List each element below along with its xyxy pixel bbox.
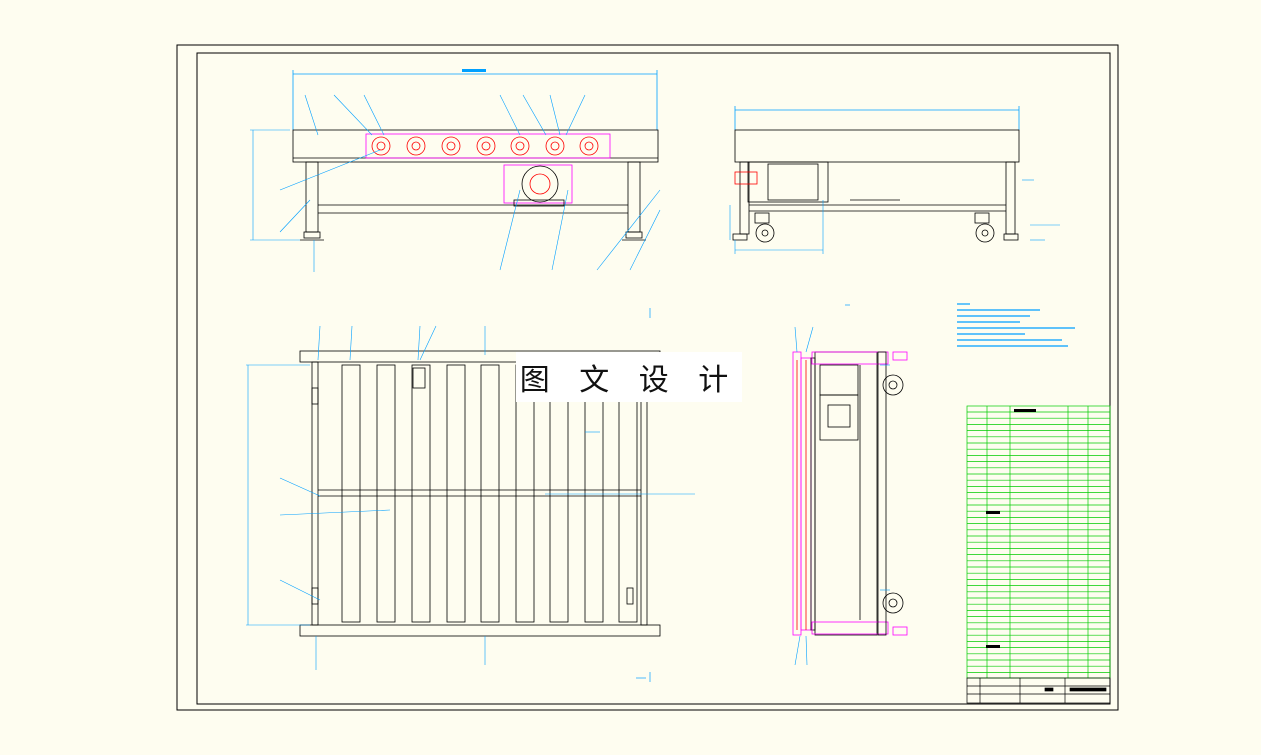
section-view <box>792 326 908 666</box>
parts-list-table <box>966 405 1111 679</box>
inner-frame <box>196 52 1111 705</box>
section-markers <box>636 304 850 682</box>
front-view <box>250 69 661 272</box>
side-view <box>729 106 1060 254</box>
technical-notes <box>957 303 1075 347</box>
watermark: 图 文 设 计 <box>516 352 742 402</box>
outer-frame <box>176 44 1119 711</box>
title-block <box>966 677 1111 704</box>
